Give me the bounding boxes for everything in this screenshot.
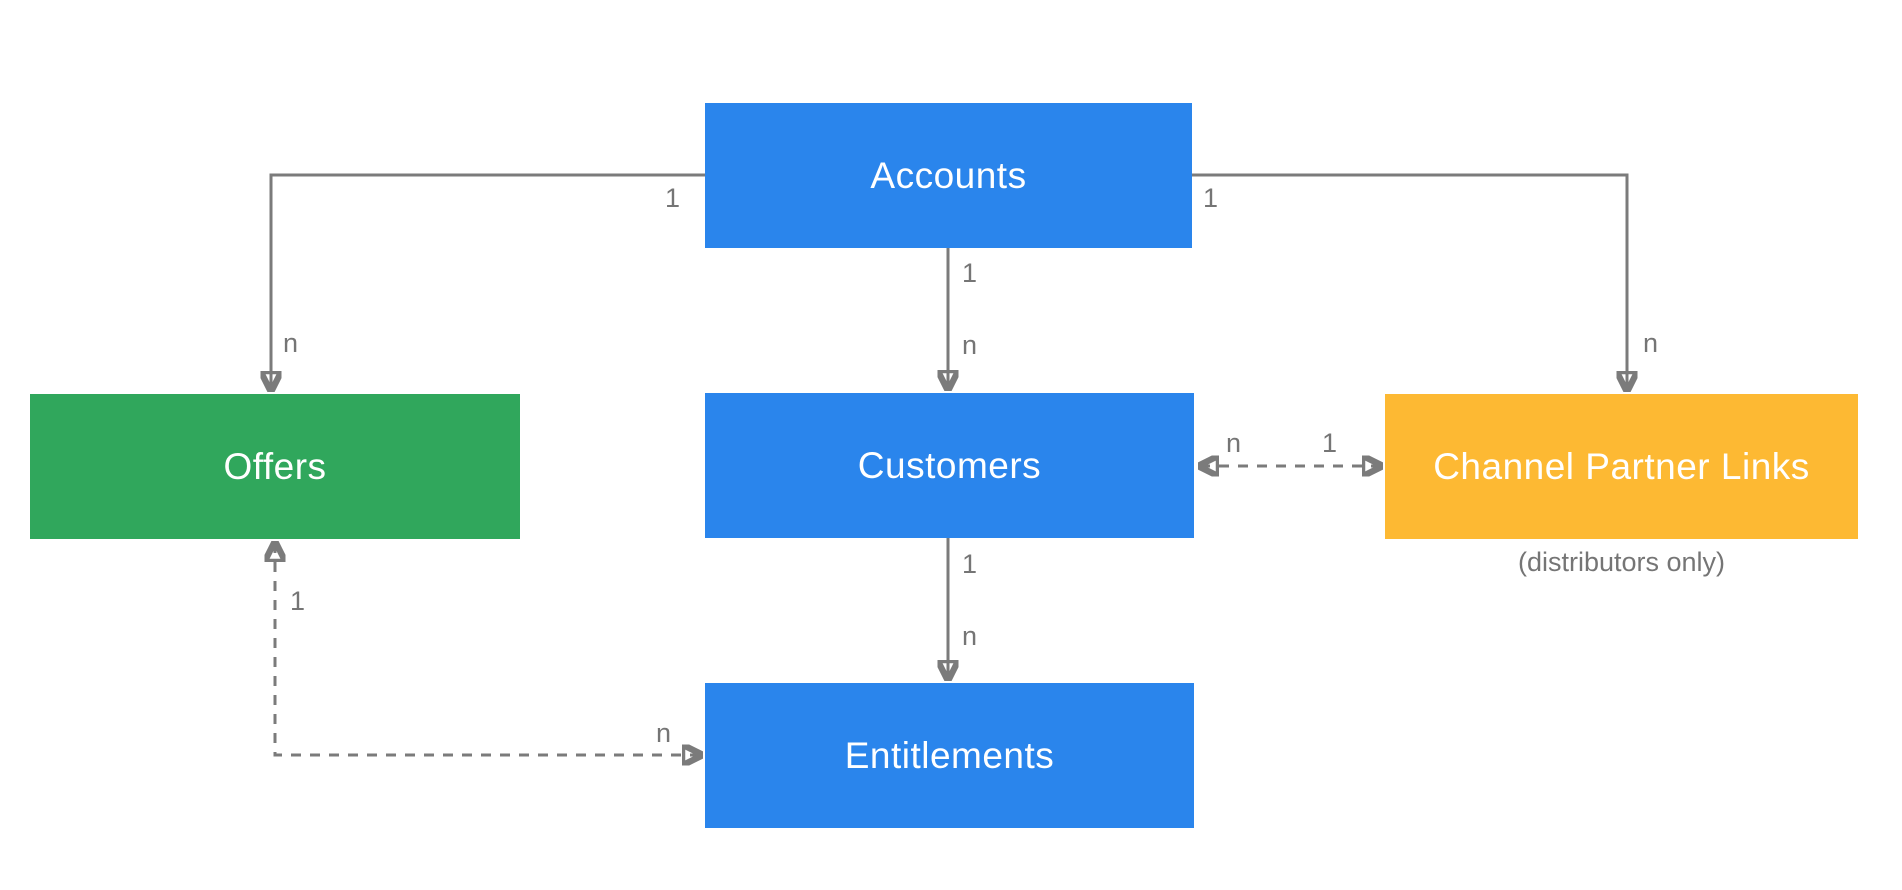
cardinality-accounts-customers-target: n xyxy=(962,330,978,360)
edge-accounts-channel xyxy=(1188,173,1627,390)
cardinality-accounts-channel-source: 1 xyxy=(1203,183,1219,213)
cardinality-offers-entitlements-target: n xyxy=(656,718,672,748)
node-offers-label: Offers xyxy=(223,445,327,487)
node-accounts: Accounts xyxy=(705,103,1192,248)
node-channel-partner-links-label: Channel Partner Links xyxy=(1433,445,1810,487)
cardinality-customers-channel-target: 1 xyxy=(1322,428,1338,458)
cardinality-accounts-channel-target: n xyxy=(1643,328,1659,358)
cardinality-accounts-customers-source: 1 xyxy=(962,258,978,288)
node-entitlements-label: Entitlements xyxy=(844,734,1055,776)
cardinality-offers-entitlements-source: 1 xyxy=(290,586,306,616)
node-channel-partner-links: Channel Partner Links xyxy=(1385,394,1858,539)
cardinality-customers-entitlements-target: n xyxy=(962,621,978,651)
edge-accounts-offers xyxy=(271,173,705,390)
cardinality-accounts-offers-source: 1 xyxy=(665,183,681,213)
node-accounts-label: Accounts xyxy=(870,154,1027,196)
edge-offers-entitlements xyxy=(275,543,701,755)
cardinality-customers-channel-source: n xyxy=(1226,428,1242,458)
cardinality-customers-entitlements-source: 1 xyxy=(962,549,978,579)
channel-partner-links-note: (distributors only) xyxy=(1517,547,1726,577)
node-customers: Customers xyxy=(705,393,1194,538)
cardinality-accounts-offers-target: n xyxy=(283,328,299,358)
node-customers-label: Customers xyxy=(857,444,1042,486)
node-entitlements: Entitlements xyxy=(705,683,1194,828)
node-offers: Offers xyxy=(30,394,520,539)
